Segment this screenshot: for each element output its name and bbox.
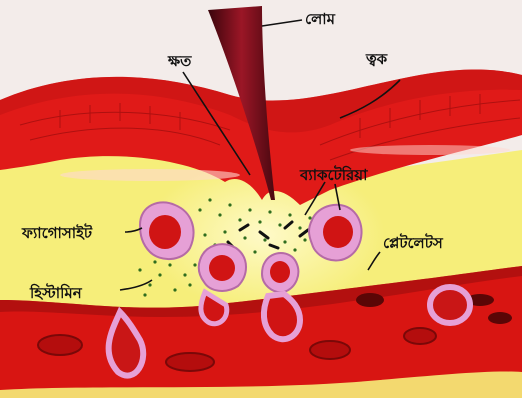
- label-bacteria: ব্যাকটেরিয়া: [299, 165, 368, 184]
- label-hair: লোম: [305, 10, 336, 28]
- label-phagocyte: ফ্যাগোসাইট: [21, 223, 93, 242]
- label-wound: ক্ষত: [167, 52, 192, 70]
- label-skin: ত্বক: [365, 50, 388, 68]
- label-platelets: প্লেটলেটস: [383, 233, 444, 252]
- label-histamine: হিস্টামিন: [29, 283, 83, 302]
